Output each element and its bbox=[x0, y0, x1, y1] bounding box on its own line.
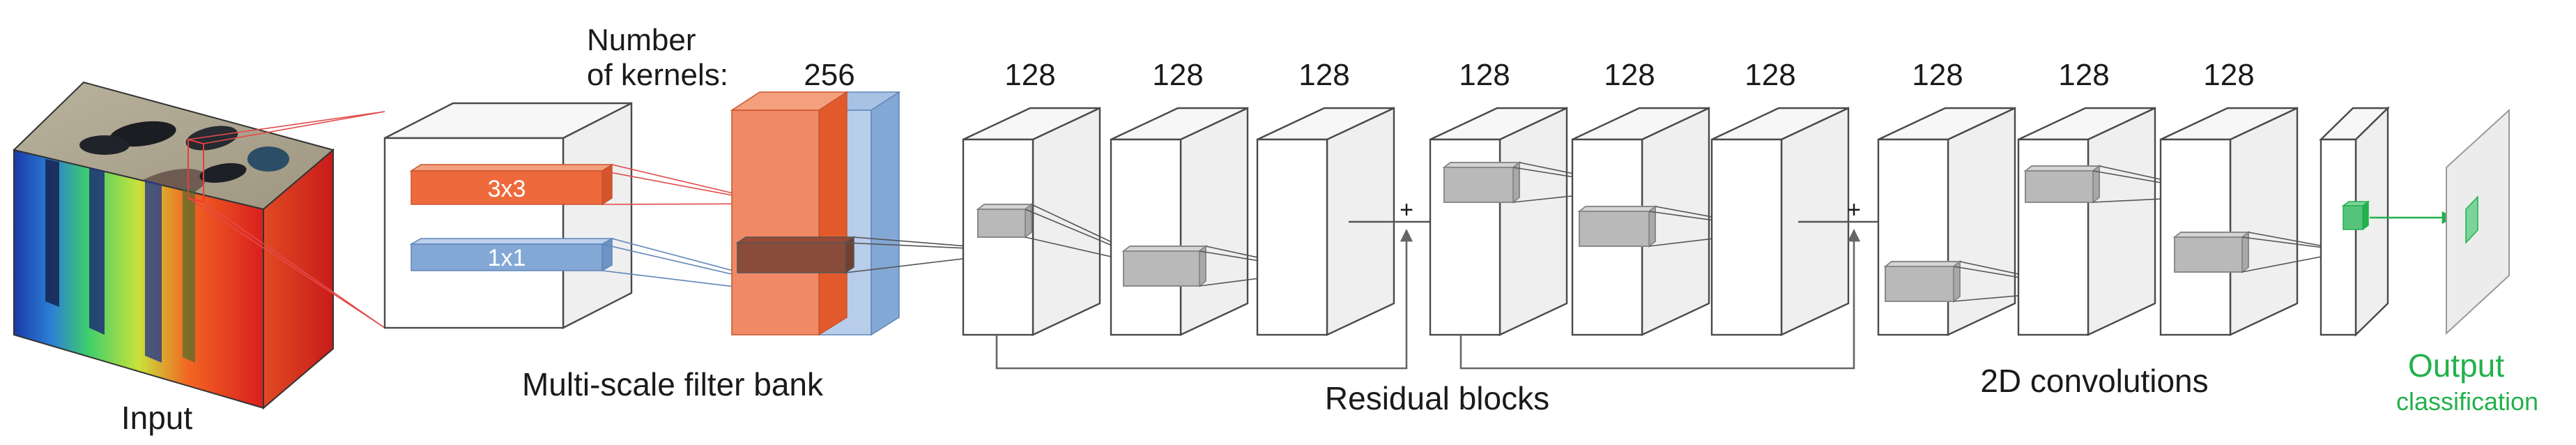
classification-label: classification bbox=[2396, 387, 2538, 416]
kernel-1x1-label: 1x1 bbox=[488, 245, 526, 271]
output-label: Output bbox=[2408, 347, 2504, 384]
kernel-count-256: 256 bbox=[804, 58, 854, 92]
input-cube-side bbox=[263, 148, 334, 410]
layer-count-6: 128 bbox=[1745, 58, 1795, 92]
plus-sign-1: + bbox=[1400, 197, 1413, 223]
plus-sign-2: + bbox=[1847, 197, 1861, 223]
kernels-header-line1: Number bbox=[587, 23, 696, 57]
input-label: Input bbox=[121, 400, 193, 436]
filter-bank-box bbox=[383, 102, 633, 329]
layer-block-8 bbox=[2017, 107, 2156, 336]
layer-count-4: 128 bbox=[1459, 58, 1510, 92]
multiscale-label: Multi-scale filter bank bbox=[522, 366, 824, 402]
kernels-header-line2: of kernels: bbox=[587, 58, 728, 92]
layer-count-3: 128 bbox=[1298, 58, 1349, 92]
residual-skip-2 bbox=[1459, 229, 1861, 370]
layer-count-5: 128 bbox=[1604, 58, 1655, 92]
kernel-3x3-label: 3x3 bbox=[488, 176, 526, 202]
input-cube bbox=[12, 81, 335, 410]
layer-block-7 bbox=[1877, 107, 2016, 336]
layer-block-4 bbox=[1429, 107, 1568, 336]
layer-block-1 bbox=[962, 107, 1101, 336]
residual-skip-1 bbox=[995, 229, 1413, 370]
layer-block-9 bbox=[2159, 107, 2299, 336]
layer-count-2: 128 bbox=[1152, 58, 1203, 92]
conv2d-label: 2D convolutions bbox=[1980, 363, 2208, 399]
layer-block-5 bbox=[1571, 107, 1710, 336]
kernel-3x3-bar: 3x3 bbox=[409, 163, 614, 206]
concat-volume bbox=[730, 91, 901, 336]
layer-count-8: 128 bbox=[2058, 58, 2109, 92]
input-projection-lines bbox=[187, 111, 385, 329]
kernel-1x1-bar: 1x1 bbox=[409, 237, 614, 272]
residual-label: Residual blocks bbox=[1325, 380, 1549, 416]
layer-count-9: 128 bbox=[2203, 58, 2254, 92]
layer-block-2 bbox=[1110, 107, 1249, 336]
layer-count-1: 128 bbox=[1004, 58, 1055, 92]
final-conv-layer bbox=[2319, 106, 2390, 337]
output-plane bbox=[2446, 108, 2510, 335]
layer-count-7: 128 bbox=[1912, 58, 1963, 92]
